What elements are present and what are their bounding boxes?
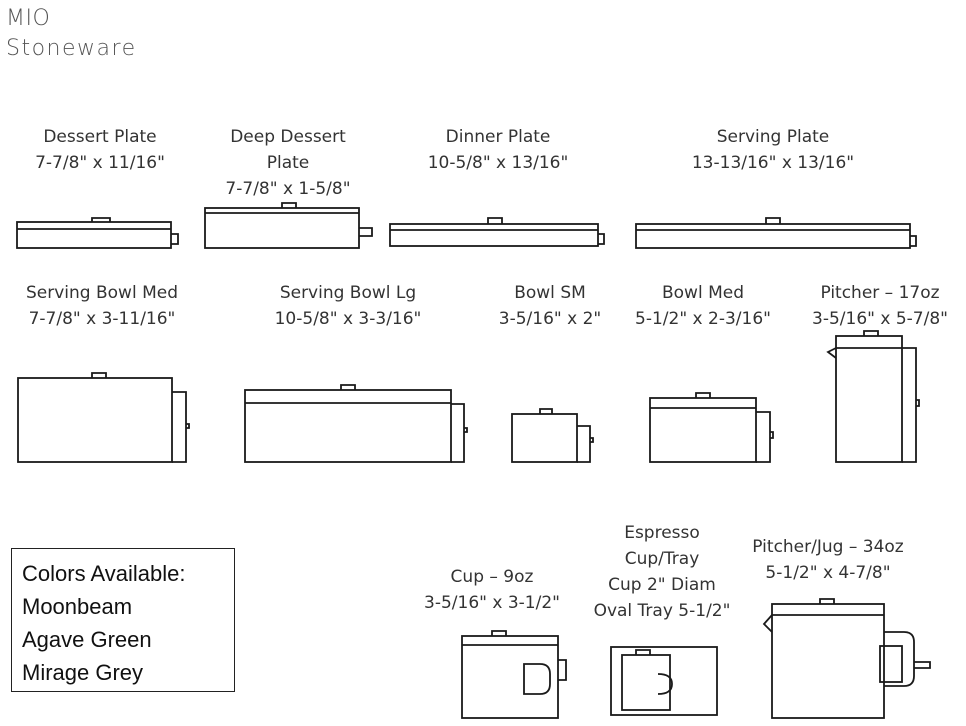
brand-name: MIO	[6, 6, 51, 31]
color-option: Mirage Grey	[22, 660, 144, 685]
deep-dessert-plate-drawing	[204, 202, 373, 249]
serving-bowl-lg-drawing	[244, 384, 468, 463]
pitcher-jug-34oz-drawing	[762, 598, 931, 719]
pitcher-17oz-drawing	[826, 330, 920, 463]
color-option: Agave Green	[22, 627, 152, 652]
colors-available-box: Colors Available: Moonbeam Agave Green M…	[11, 548, 235, 692]
dinner-plate-drawing	[389, 217, 605, 247]
brand-subtitle: Stoneware	[6, 36, 137, 61]
bowl-sm-drawing	[511, 408, 594, 463]
cup-9oz-drawing	[461, 630, 567, 719]
color-option: Moonbeam	[22, 594, 133, 619]
dessert-plate-drawing	[16, 217, 179, 249]
serving-plate-drawing	[635, 217, 917, 249]
serving-bowl-med-drawing	[17, 372, 190, 463]
bowl-med-drawing	[649, 392, 774, 463]
espresso-drawing	[610, 646, 718, 716]
colors-heading: Colors Available:	[22, 561, 186, 586]
